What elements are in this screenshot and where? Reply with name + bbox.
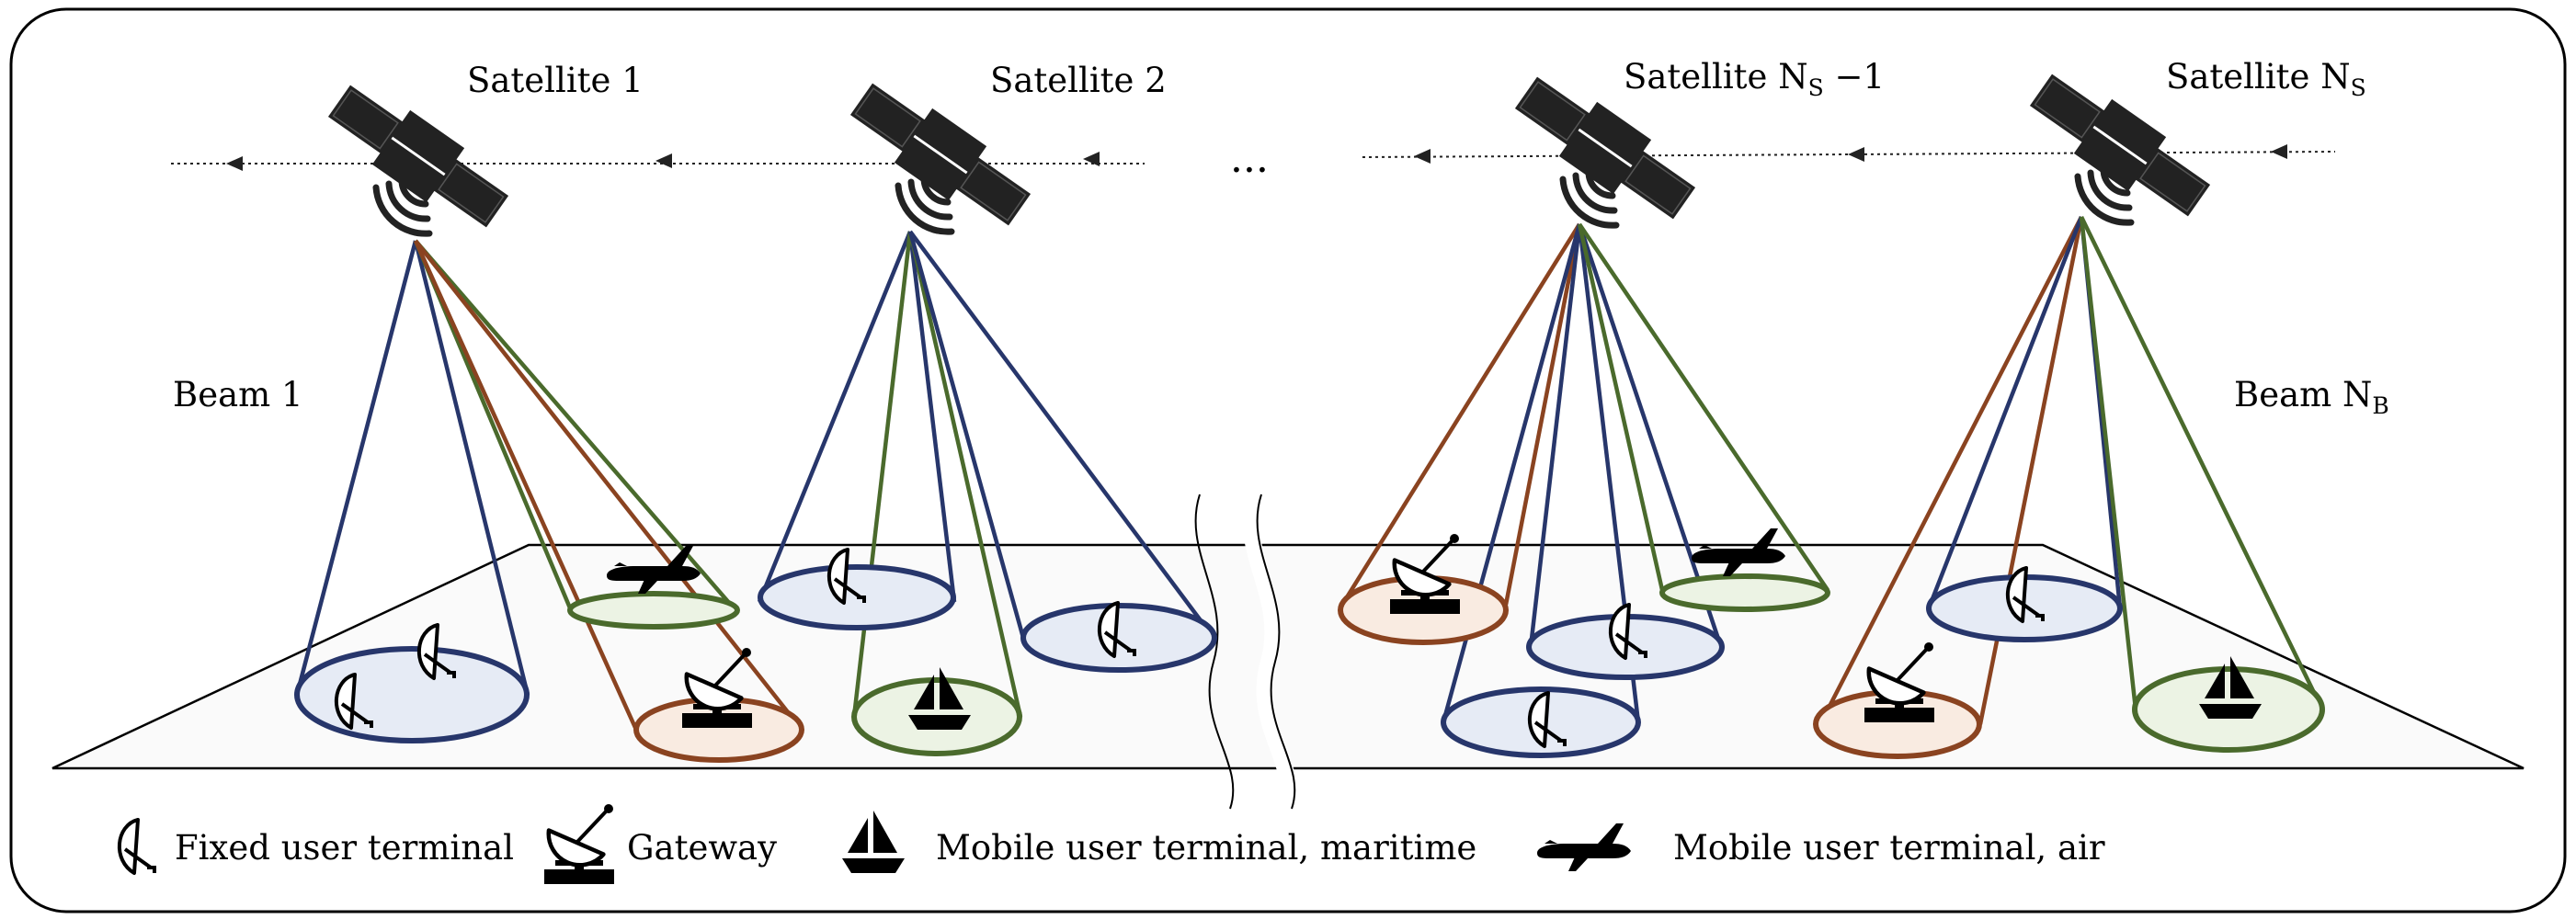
beam-nb-label: Beam NB: [2234, 375, 2389, 419]
legend-maritime-label: Mobile user terminal, maritime: [936, 828, 1476, 868]
satellite-1-beams: [294, 239, 804, 732]
legend: Fixed user terminal Gateway Mobile user …: [117, 804, 2105, 884]
satellite-ns-beams: [1818, 215, 2325, 726]
beam-1-label: Beam 1: [173, 375, 303, 414]
ellipsis: ···: [1230, 147, 1269, 194]
break-line-right: [1256, 494, 1296, 810]
satellite-1-label: Satellite 1: [467, 61, 644, 100]
satellite-ns-minus-1-beams: [1340, 222, 1829, 723]
satellite-2-label: Satellite 2: [990, 61, 1167, 100]
satellite-ns-label: Satellite NS: [2166, 57, 2366, 101]
legend-fixed-label: Fixed user terminal: [175, 828, 514, 868]
beam-spot-blue: [294, 646, 530, 743]
satellite-ns-minus-1-label: Satellite NS −1: [1624, 57, 1885, 101]
break-gap: [1242, 492, 1297, 811]
orbit-right: [1362, 144, 2336, 164]
beam-spot-green: [1659, 573, 1830, 612]
legend-gateway-label: Gateway: [627, 828, 777, 868]
legend-air-label: Mobile user terminal, air: [1673, 828, 2105, 868]
satellite-2-beams: [757, 230, 1215, 718]
beam-spot-green: [567, 591, 740, 630]
break-line-left: [1194, 494, 1235, 810]
